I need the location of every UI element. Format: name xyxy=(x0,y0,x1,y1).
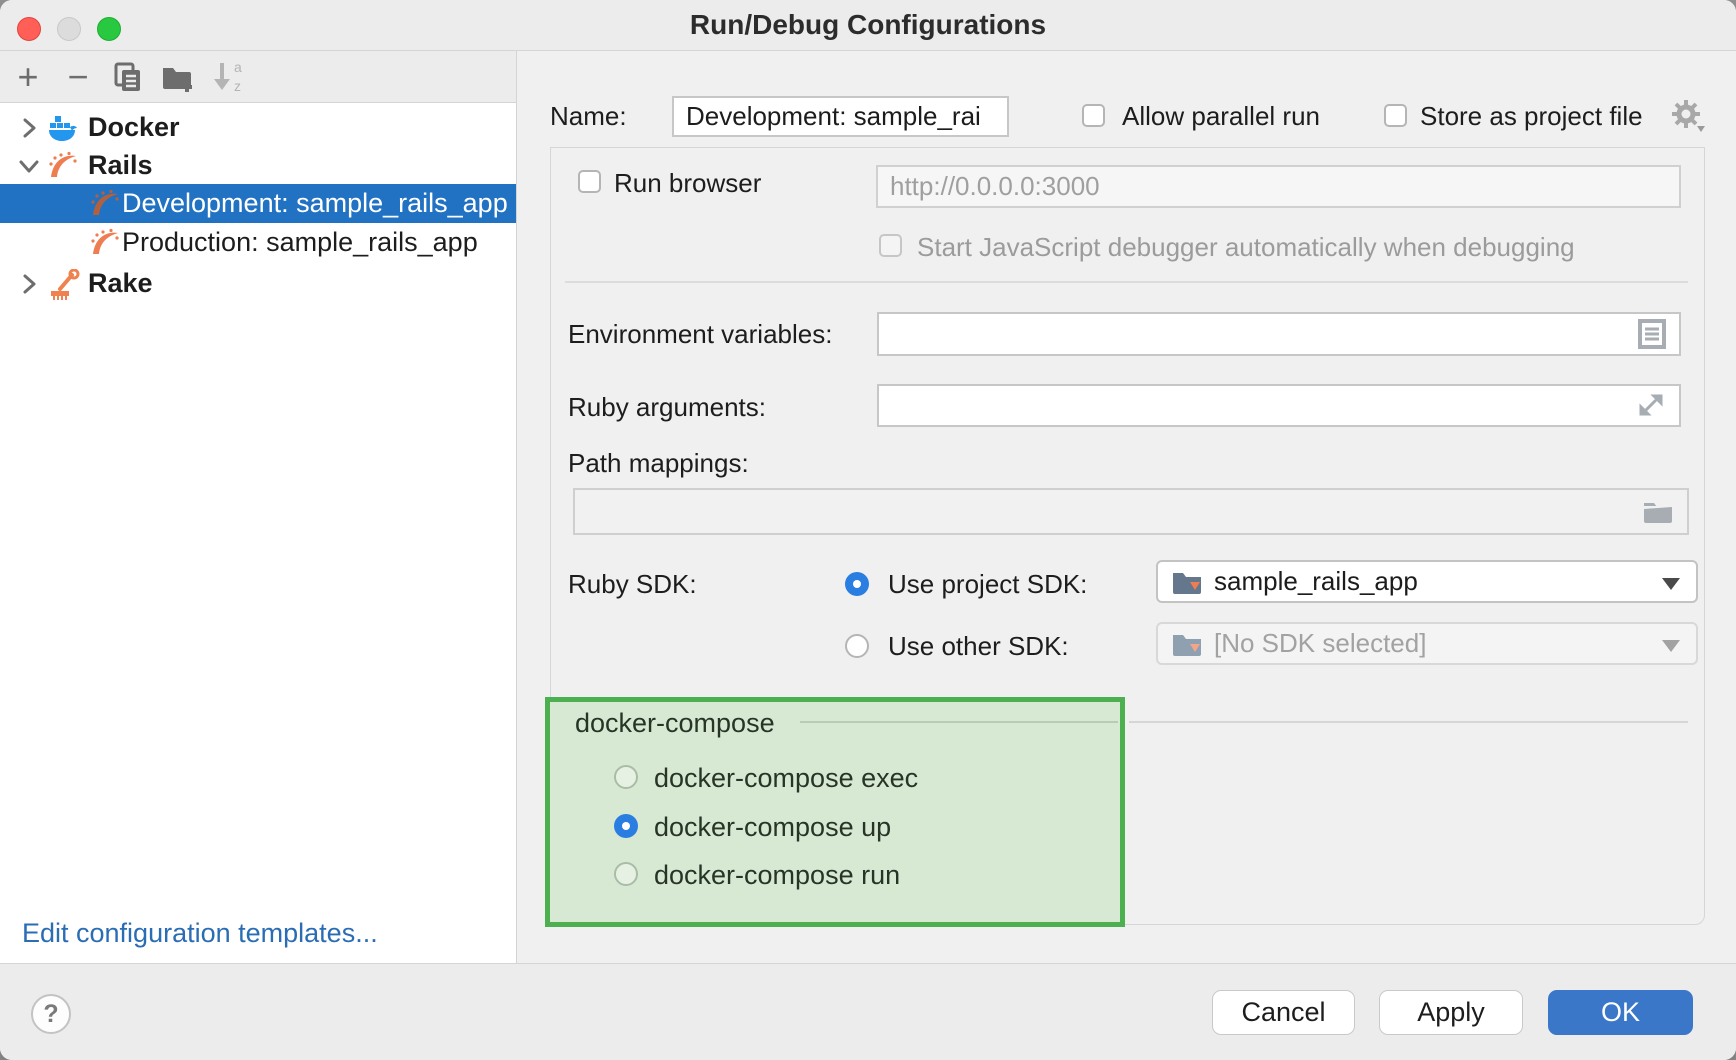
ruby-arguments-label: Ruby arguments: xyxy=(568,391,766,423)
edit-configuration-templates-link[interactable]: Edit configuration templates... xyxy=(22,918,378,949)
group-title-separator xyxy=(800,721,1118,723)
sort-alpha-icon: az xyxy=(210,59,246,95)
allow-parallel-run-label: Allow parallel run xyxy=(1122,100,1320,132)
ruby-arguments-input[interactable] xyxy=(877,384,1681,427)
other-sdk-combobox[interactable]: [No SDK selected] xyxy=(1156,622,1698,665)
path-mappings-label: Path mappings: xyxy=(568,447,749,479)
allow-parallel-run-checkbox[interactable] xyxy=(1082,104,1105,127)
tree-label-development: Development: sample_rails_app xyxy=(122,188,508,219)
cancel-button[interactable]: Cancel xyxy=(1212,990,1355,1035)
section-separator xyxy=(565,281,1688,283)
dialog-title: Run/Debug Configurations xyxy=(0,0,1736,50)
use-project-sdk-label: Use project SDK: xyxy=(888,568,1087,600)
environment-variables-label: Environment variables: xyxy=(568,318,832,350)
apply-button[interactable]: Apply xyxy=(1379,990,1523,1035)
tree-row-rails[interactable]: Rails xyxy=(0,146,516,185)
store-as-project-file-label: Store as project file xyxy=(1420,100,1643,132)
group-title-separator xyxy=(1129,721,1688,723)
run-browser-checkbox[interactable] xyxy=(578,170,601,193)
js-debugger-checkbox[interactable] xyxy=(879,234,902,257)
copy-configuration-button[interactable] xyxy=(108,57,148,97)
rails-icon xyxy=(90,189,120,219)
rake-icon xyxy=(48,269,78,299)
remove-configuration-button[interactable]: − xyxy=(58,57,98,97)
browser-url-input[interactable] xyxy=(876,165,1681,208)
dropdown-arrow-icon xyxy=(1662,578,1680,590)
run-browser-label: Run browser xyxy=(614,167,761,199)
tree-row-development-selected[interactable]: Development: sample_rails_app xyxy=(0,184,516,223)
sdk-folder-icon xyxy=(1172,568,1202,596)
chevron-down-icon[interactable] xyxy=(16,153,42,179)
docker-compose-group-title: docker-compose xyxy=(575,708,775,739)
ok-button[interactable]: OK xyxy=(1548,990,1693,1035)
rails-icon xyxy=(90,228,120,258)
add-icon: + xyxy=(17,59,38,95)
tree-row-docker[interactable]: Docker xyxy=(0,108,516,147)
expand-field-icon[interactable] xyxy=(1634,388,1668,422)
titlebar: Run/Debug Configurations xyxy=(0,0,1736,51)
folder-icon[interactable] xyxy=(1642,497,1674,525)
rails-icon xyxy=(48,151,78,181)
docker-compose-exec-radio[interactable] xyxy=(614,765,638,789)
docker-compose-run-label: docker-compose run xyxy=(654,859,900,891)
copy-icon xyxy=(112,61,144,93)
help-button[interactable]: ? xyxy=(31,994,71,1034)
name-input[interactable] xyxy=(672,96,1009,137)
docker-compose-up-label: docker-compose up xyxy=(654,811,891,843)
chevron-right-icon[interactable] xyxy=(16,271,42,297)
svg-text:a: a xyxy=(234,59,242,75)
use-project-sdk-radio[interactable] xyxy=(845,572,869,596)
tree-label-rails: Rails xyxy=(88,150,153,181)
store-as-project-file-checkbox[interactable] xyxy=(1384,104,1407,127)
tree-row-rake[interactable]: Rake xyxy=(0,264,516,303)
other-sdk-value: [No SDK selected] xyxy=(1214,628,1426,659)
add-configuration-button[interactable]: + xyxy=(8,57,48,97)
path-mappings-field[interactable] xyxy=(573,488,1689,535)
new-folder-button[interactable] xyxy=(158,57,198,97)
docker-icon xyxy=(48,113,78,143)
tree-row-production[interactable]: Production: sample_rails_app xyxy=(0,223,516,262)
chevron-right-icon[interactable] xyxy=(16,115,42,141)
tree-label-production: Production: sample_rails_app xyxy=(122,227,478,258)
docker-compose-exec-label: docker-compose exec xyxy=(654,762,918,794)
docker-compose-up-radio[interactable] xyxy=(614,814,638,838)
ruby-sdk-label: Ruby SDK: xyxy=(568,568,697,600)
tree-label-rake: Rake xyxy=(88,268,153,299)
edit-list-icon[interactable] xyxy=(1638,319,1666,349)
name-label: Name: xyxy=(550,100,627,132)
sdk-folder-icon xyxy=(1172,630,1202,658)
use-other-sdk-radio[interactable] xyxy=(845,634,869,658)
project-sdk-combobox[interactable]: sample_rails_app xyxy=(1156,560,1698,603)
tree-label-docker: Docker xyxy=(88,112,180,143)
panel-divider[interactable] xyxy=(516,51,517,963)
gear-icon[interactable] xyxy=(1668,96,1708,136)
svg-text:z: z xyxy=(234,78,241,94)
environment-variables-input[interactable] xyxy=(877,312,1681,356)
use-other-sdk-label: Use other SDK: xyxy=(888,630,1069,662)
js-debugger-label: Start JavaScript debugger automatically … xyxy=(917,231,1575,263)
docker-compose-run-radio[interactable] xyxy=(614,862,638,886)
project-sdk-value: sample_rails_app xyxy=(1214,566,1418,597)
dropdown-arrow-icon xyxy=(1662,640,1680,652)
sort-configurations-button[interactable]: az xyxy=(208,57,248,97)
new-folder-icon xyxy=(161,61,195,93)
remove-icon: − xyxy=(67,59,88,95)
